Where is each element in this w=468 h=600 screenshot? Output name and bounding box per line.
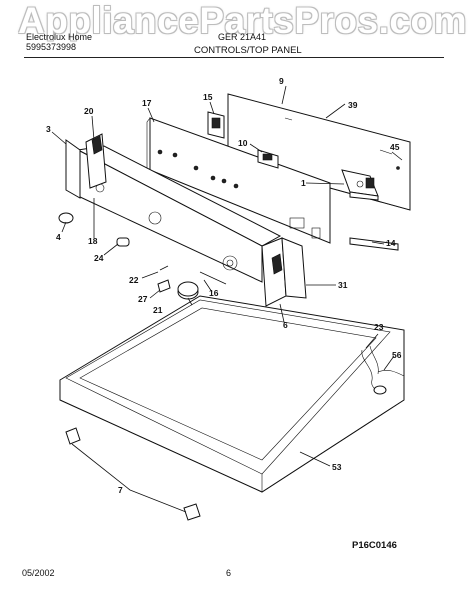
callout-17: 17 bbox=[142, 98, 152, 108]
switch-part-10 bbox=[257, 149, 279, 169]
callout-21: 21 bbox=[153, 305, 163, 315]
callout-9: 9 bbox=[279, 76, 284, 86]
timer-part bbox=[341, 169, 379, 201]
brand-line: Electrolux Home bbox=[26, 32, 93, 42]
callout-15: 15 bbox=[203, 92, 213, 102]
top-panel-part bbox=[59, 295, 405, 493]
footer-date: 05/2002 bbox=[22, 568, 55, 578]
callout-23: 23 bbox=[374, 322, 384, 332]
right-endcap-part bbox=[261, 237, 307, 307]
callout-14: 14 bbox=[386, 238, 396, 248]
header-rule bbox=[24, 57, 444, 58]
hinge-part-7 bbox=[65, 427, 201, 521]
callout-27: 27 bbox=[138, 294, 148, 304]
callout-1: 1 bbox=[301, 178, 306, 188]
callout-10: 10 bbox=[238, 138, 248, 148]
knob-part-24 bbox=[116, 237, 130, 247]
publication-number: 5995373998 bbox=[26, 42, 77, 52]
callout-3: 3 bbox=[46, 124, 51, 134]
knob-part-4 bbox=[58, 212, 74, 224]
spring-part-22 bbox=[159, 265, 169, 271]
callout-24: 24 bbox=[94, 253, 104, 263]
section-title: CONTROLS/TOP PANEL bbox=[194, 45, 302, 56]
callout-22: 22 bbox=[129, 275, 139, 285]
callout-16: 16 bbox=[209, 288, 219, 298]
switch-part-15 bbox=[207, 111, 225, 139]
callout-4: 4 bbox=[56, 232, 61, 242]
callout-39: 39 bbox=[348, 100, 358, 110]
callout-7: 7 bbox=[118, 485, 123, 495]
model-line: GER 21A41 bbox=[218, 32, 267, 42]
watermark: AppliancePartsPros.com bbox=[18, 0, 467, 41]
rod-part-16 bbox=[199, 271, 227, 285]
callout-6: 6 bbox=[283, 320, 288, 330]
callout-20: 20 bbox=[84, 106, 94, 116]
callout-18: 18 bbox=[88, 236, 98, 246]
page-number: 6 bbox=[226, 568, 232, 578]
knob-part-21 bbox=[177, 281, 199, 300]
callout-numbers: 9 39 45 15 10 1 17 20 3 4 18 24 22 27 21… bbox=[46, 76, 402, 495]
strap-part-14 bbox=[349, 237, 399, 251]
callout-53: 53 bbox=[332, 462, 342, 472]
figure-code: P16C0146 bbox=[352, 540, 397, 551]
callout-31: 31 bbox=[338, 280, 348, 290]
left-endcap-part bbox=[65, 133, 107, 199]
callout-45: 45 bbox=[390, 142, 400, 152]
leader-lines bbox=[51, 85, 403, 513]
wire-harness-part bbox=[361, 345, 405, 395]
callout-56: 56 bbox=[392, 350, 402, 360]
bracket-part-27 bbox=[157, 279, 171, 293]
